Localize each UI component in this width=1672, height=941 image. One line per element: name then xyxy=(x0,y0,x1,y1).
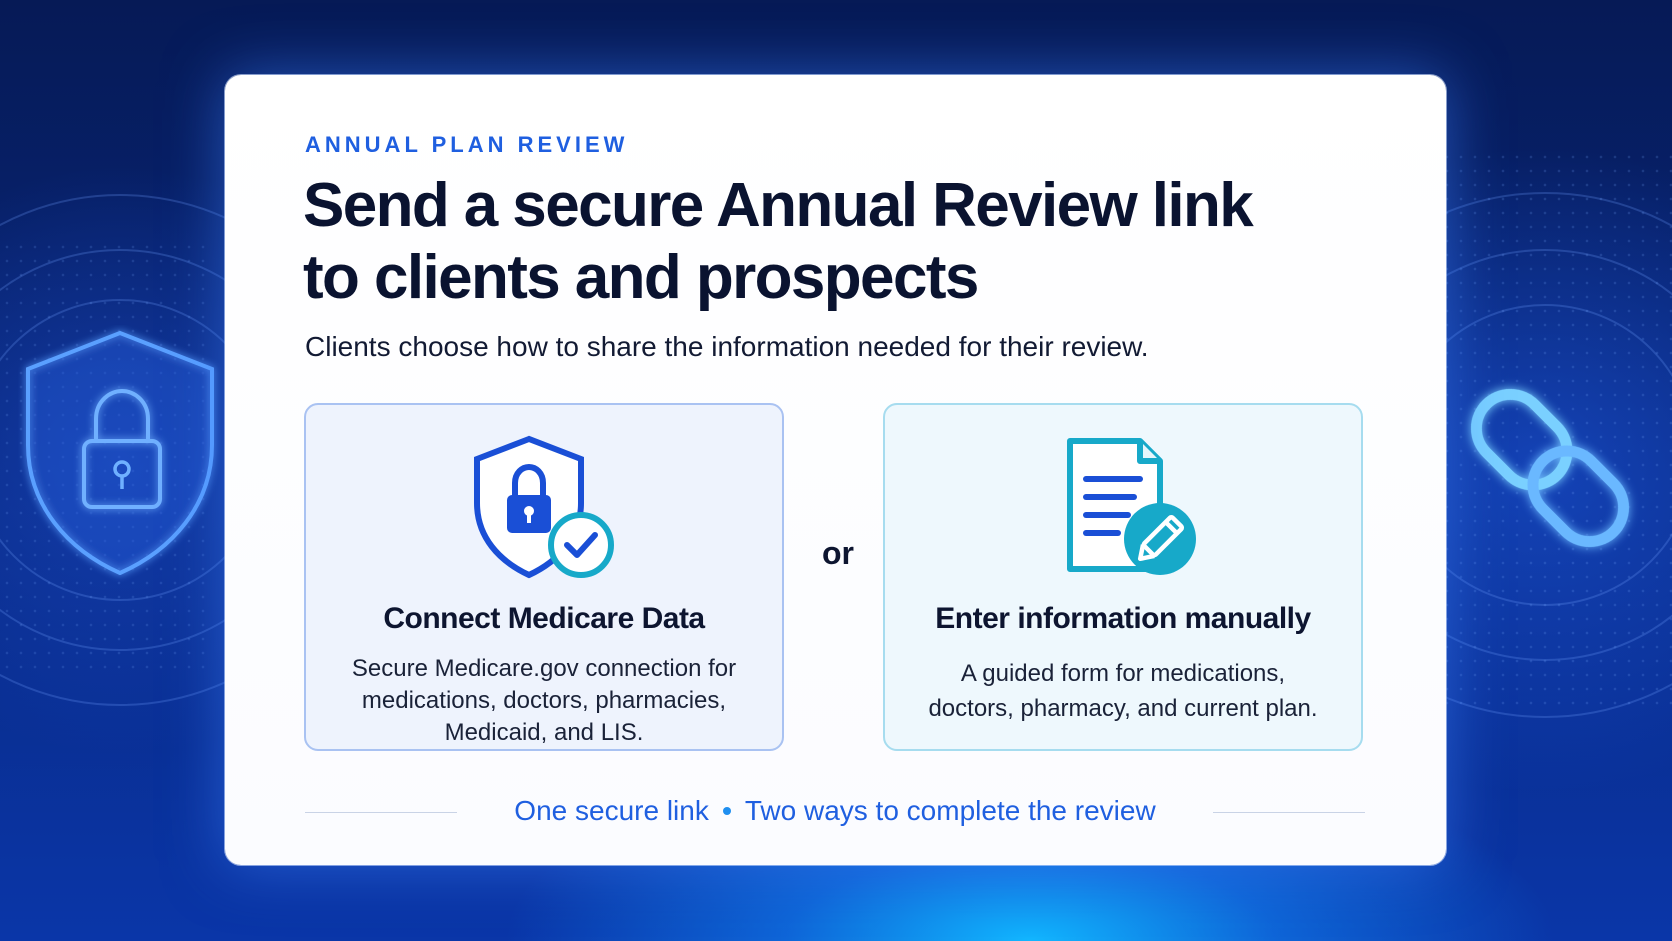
page-title-line-1: Send a secure Annual Review link xyxy=(303,171,1254,240)
document-edit-icon xyxy=(1067,438,1196,575)
option-connect-medicare[interactable]: Connect Medicare Data Secure Medicare.go… xyxy=(304,403,784,751)
option-enter-manually[interactable]: Enter information manually A guided form… xyxy=(883,403,1363,751)
bullet-dot-icon xyxy=(722,806,731,815)
main-card: ANNUAL PLAN REVIEW Send a secure Annual … xyxy=(225,75,1446,865)
page-title: Send a secure Annual Review link to clie… xyxy=(303,170,1383,314)
footer-divider-right xyxy=(1213,812,1365,813)
subheading: Clients choose how to share the informat… xyxy=(305,331,1149,362)
option-description-line: doctors, pharmacy, and current plan. xyxy=(928,695,1318,722)
option-description-line: A guided form for medications, xyxy=(960,660,1286,687)
footer-tagline: One secure link Two ways to complete the … xyxy=(470,795,1200,827)
option-icon-wrap xyxy=(306,435,782,580)
option-description-line: Medicaid, and LIS. xyxy=(444,719,644,746)
option-description: Secure Medicare.gov connection for medic… xyxy=(326,653,762,749)
shield-padlock-icon xyxy=(26,330,214,576)
option-description-line: Secure Medicare.gov connection for xyxy=(351,655,737,682)
chain-link-icon xyxy=(1470,388,1630,548)
or-separator: or xyxy=(822,535,854,571)
option-title: Connect Medicare Data xyxy=(383,602,705,635)
option-icon-wrap xyxy=(885,435,1361,580)
option-description: A guided form for medications, doctors, … xyxy=(905,656,1341,726)
option-description-line: medications, doctors, pharmacies, xyxy=(361,687,727,714)
footer-tagline-part-2: Two ways to complete the review xyxy=(744,795,1156,826)
page-title-line-2: to clients and prospects xyxy=(303,243,979,312)
shield-lock-check-icon xyxy=(474,435,614,579)
footer-tagline-part-1: One secure link xyxy=(514,795,709,826)
footer-divider-left xyxy=(305,812,457,813)
eyebrow-label: ANNUAL PLAN REVIEW xyxy=(305,132,629,157)
option-title: Enter information manually xyxy=(935,602,1311,635)
